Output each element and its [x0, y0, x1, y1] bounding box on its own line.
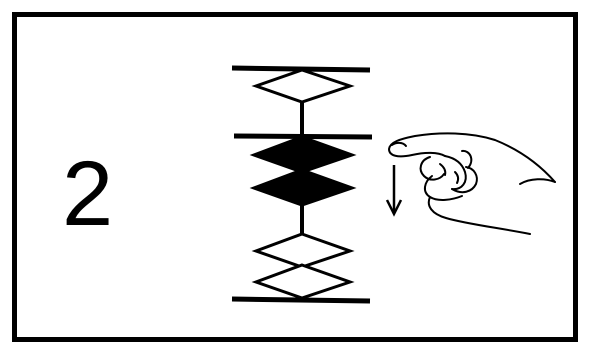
filled-diamond-2 — [254, 170, 352, 205]
filled-diamond-1 — [254, 137, 352, 172]
hand-pinch-icon — [389, 133, 555, 234]
open-diamond-2 — [256, 234, 350, 267]
bottom-bar — [232, 299, 370, 301]
down-arrow-icon — [387, 165, 401, 214]
open-diamond-1 — [256, 70, 350, 102]
open-diamond-3 — [256, 265, 350, 298]
